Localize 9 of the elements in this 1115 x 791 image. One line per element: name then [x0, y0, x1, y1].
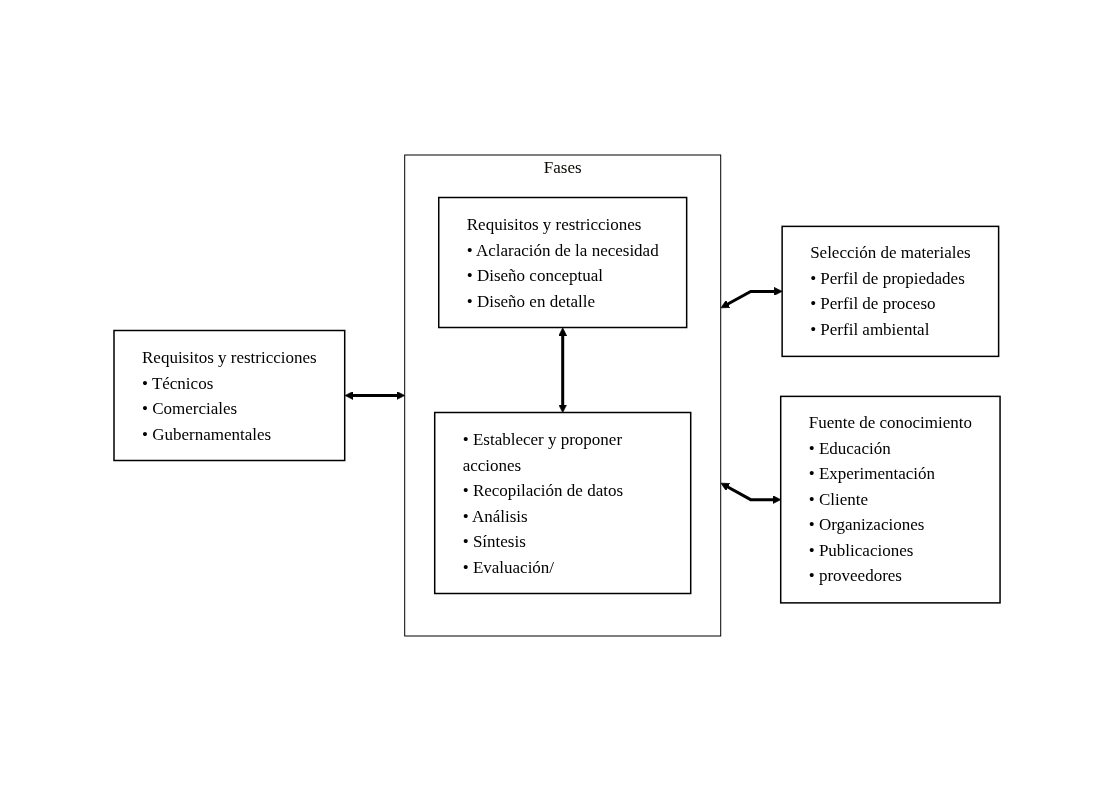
node-box: Requisitos y restricciones • Aclaración de la necesidad • Diseño conceptual • Diseño en detalle [438, 196, 688, 329]
arrow [345, 391, 406, 400]
node-box: Fuente de conocimiento • Educación • Experimentación • Cliente • Organizaciones • Publicaciones • proveedores [780, 395, 1002, 604]
node-box: • Establecer y proponer acciones • Recopilación de datos • Análisis • Síntesis • Evaluación/ [434, 411, 692, 595]
arrow [721, 287, 783, 309]
arrow [558, 327, 568, 413]
node-box: Requisitos y restricciones • Técnicos • Comerciales • Gubernamentales [113, 329, 346, 462]
arrow [721, 482, 782, 505]
node-box: Selección de materiales • Perfil de propiedades • Perfil de proceso • Perfil ambiental [781, 225, 1000, 358]
